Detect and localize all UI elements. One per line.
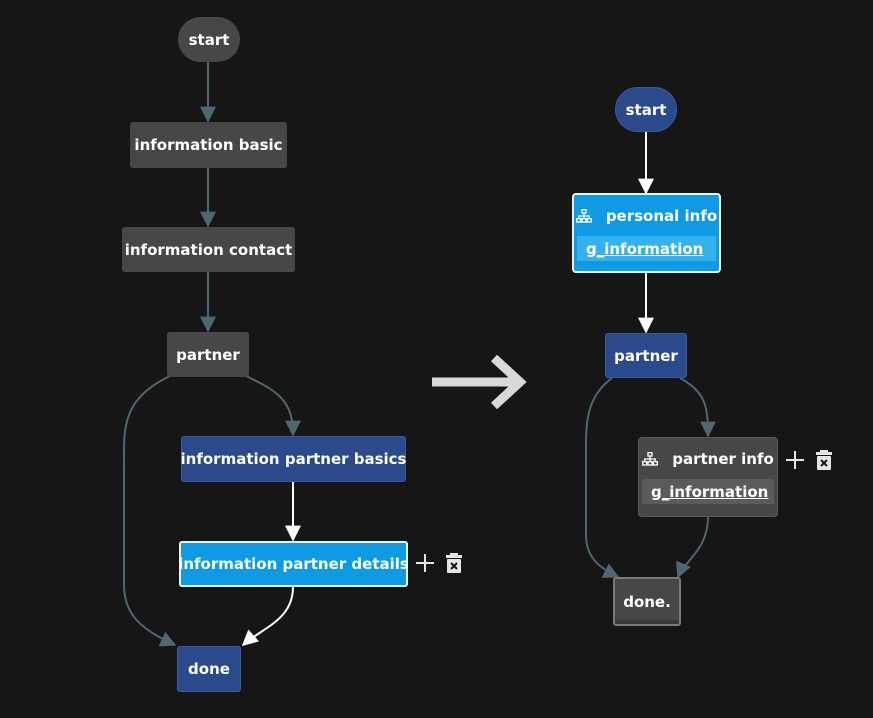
plus-icon[interactable] bbox=[415, 553, 435, 573]
right-node-actions bbox=[785, 449, 833, 471]
right-personal-info-group[interactable]: personal info g_information bbox=[572, 193, 721, 273]
edge-partner-done bbox=[122, 375, 177, 647]
trash-icon[interactable] bbox=[445, 552, 463, 574]
edge-r-partner-info bbox=[679, 377, 716, 438]
left-information-partner-details-node[interactable]: information partner details bbox=[178, 541, 409, 587]
left-done-node[interactable]: done bbox=[177, 646, 241, 692]
left-partner-node[interactable]: partner bbox=[167, 332, 249, 377]
personal-info-subflow-link[interactable]: g_information bbox=[577, 236, 716, 261]
partner-info-title: partner info bbox=[672, 449, 774, 468]
left-information-partner-basics-node[interactable]: information partner basics bbox=[181, 436, 406, 482]
right-partner-node[interactable]: partner bbox=[605, 333, 687, 378]
left-start-node[interactable]: start bbox=[178, 17, 240, 62]
hierarchy-icon bbox=[642, 451, 659, 466]
left-information-basic-node[interactable]: information basic bbox=[130, 122, 287, 168]
hierarchy-icon bbox=[575, 208, 592, 223]
arrow-right-icon bbox=[432, 354, 527, 410]
right-done-node[interactable]: done. bbox=[613, 577, 681, 626]
personal-info-title: personal info bbox=[605, 206, 718, 225]
edge-partner-basics bbox=[245, 375, 301, 437]
partner-info-subflow-link[interactable]: g_information bbox=[642, 479, 774, 504]
left-information-contact-node[interactable]: information contact bbox=[122, 227, 295, 272]
edge-r-partner-done bbox=[584, 377, 620, 578]
plus-icon[interactable] bbox=[785, 450, 805, 470]
edge-details-done bbox=[241, 586, 294, 647]
edge-r-info-done bbox=[676, 516, 709, 579]
right-partner-info-group[interactable]: partner info g_information bbox=[638, 437, 778, 517]
trash-icon[interactable] bbox=[815, 449, 833, 471]
right-start-node[interactable]: start bbox=[615, 87, 677, 132]
left-node-actions bbox=[415, 552, 463, 574]
